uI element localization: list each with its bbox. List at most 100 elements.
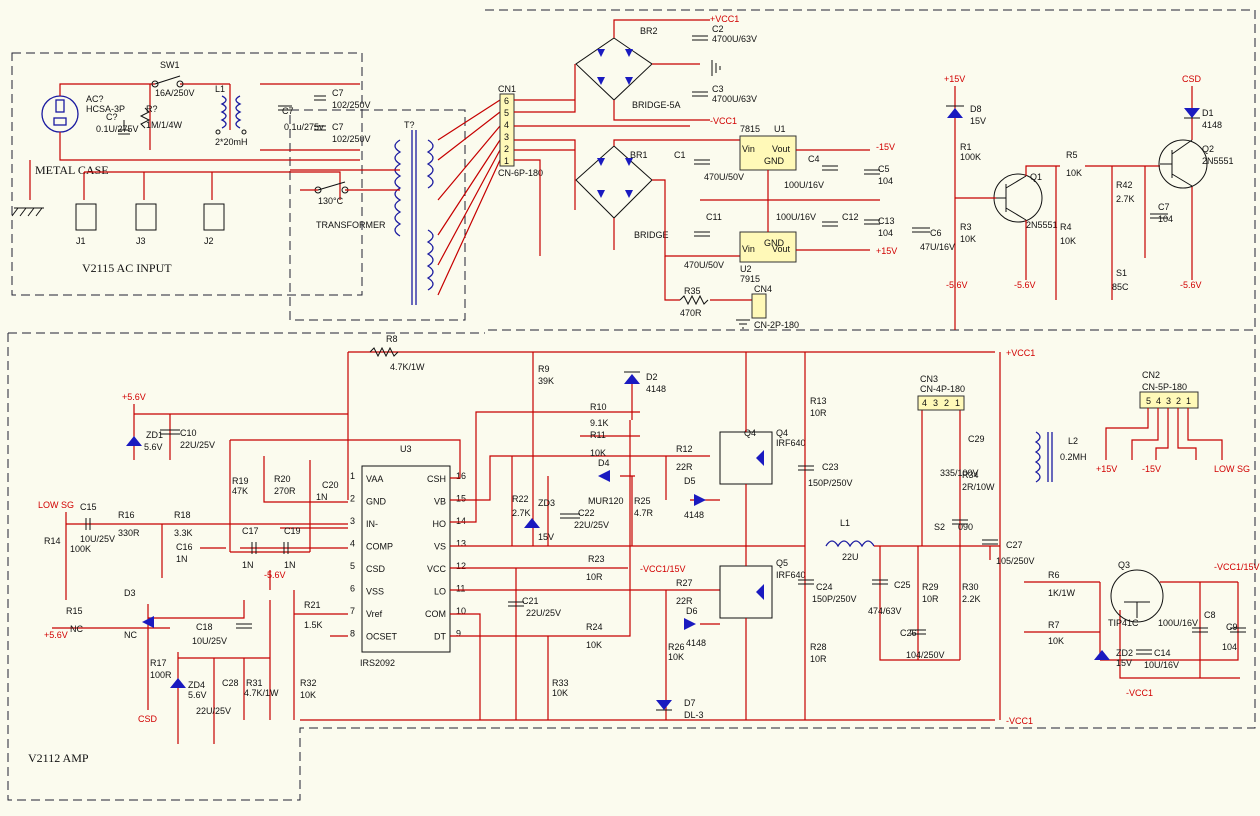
svg-text:22U/25V: 22U/25V (196, 706, 231, 716)
svg-text:D4: D4 (598, 458, 610, 468)
u3-pin-name: VAA (366, 474, 383, 484)
jack-j3[interactable] (135, 203, 157, 231)
svg-text:SW1: SW1 (160, 60, 180, 70)
svg-text:Vout: Vout (772, 144, 791, 154)
transistor-q3[interactable] (1110, 569, 1164, 623)
amp-section: +VCC1 -VCC1 R8 4.7K/1W +5.6V ZD1 5.6V C1… (38, 334, 1260, 744)
svg-text:474/63V: 474/63V (868, 606, 902, 616)
svg-text:ZD2: ZD2 (1116, 648, 1133, 658)
svg-text:470U/50V: 470U/50V (704, 172, 744, 182)
cn1-pin-number: 5 (504, 108, 509, 118)
svg-text:100U/16V: 100U/16V (784, 180, 824, 190)
svg-text:130°C: 130°C (318, 196, 344, 206)
connector-cn3[interactable] (917, 395, 965, 411)
svg-text:-VCC1: -VCC1 (1126, 688, 1153, 698)
u3-pin-number: 4 (350, 539, 355, 549)
svg-text:+VCC1: +VCC1 (710, 14, 739, 24)
svg-text:C16: C16 (176, 542, 193, 552)
connector-cn2[interactable] (1139, 391, 1199, 409)
svg-text:R26: R26 (668, 642, 685, 652)
protection-section: +15V D8 15V R1 100K R3 10K C6 47U/16V -5… (912, 74, 1234, 330)
ic-u3-irs2092[interactable] (361, 465, 451, 653)
svg-text:CSD: CSD (138, 714, 158, 724)
svg-text:104: 104 (878, 176, 893, 186)
svg-text:R18: R18 (174, 510, 191, 520)
svg-text:7915: 7915 (740, 274, 760, 284)
bridge-br2[interactable] (575, 37, 653, 101)
jack-j1[interactable] (75, 203, 97, 231)
svg-text:2.7K: 2.7K (1116, 194, 1135, 204)
cn2-pin-number: 3 (1166, 396, 1171, 406)
svg-text:-15V: -15V (876, 142, 895, 152)
svg-text:R33: R33 (552, 678, 569, 688)
svg-text:D5: D5 (684, 476, 696, 486)
svg-text:R13: R13 (810, 396, 827, 406)
svg-text:10K: 10K (590, 448, 606, 458)
svg-text:ZD4: ZD4 (188, 680, 205, 690)
svg-text:R31: R31 (246, 678, 263, 688)
connector-cn1[interactable] (499, 93, 515, 167)
svg-text:4700U/63V: 4700U/63V (712, 34, 757, 44)
cn3-pin-number: 2 (944, 398, 949, 408)
svg-text:104: 104 (1158, 214, 1173, 224)
jack-j2[interactable] (203, 203, 225, 231)
u3-pin-number: 8 (350, 629, 355, 639)
u3-pin-name: LO (434, 587, 446, 597)
svg-text:4148: 4148 (1202, 120, 1222, 130)
svg-text:C2: C2 (712, 24, 724, 34)
svg-text:4.7R: 4.7R (634, 508, 654, 518)
svg-text:10K: 10K (668, 652, 684, 662)
svg-text:C27: C27 (1006, 540, 1023, 550)
u3-pin-number: 14 (456, 516, 466, 526)
svg-text:MUR120: MUR120 (588, 496, 624, 506)
svg-text:15V: 15V (970, 116, 986, 126)
svg-text:IRF640: IRF640 (776, 570, 806, 580)
u3-pin-name: IN- (366, 519, 378, 529)
transistor-q2[interactable] (1158, 139, 1208, 189)
svg-text:10R: 10R (586, 572, 603, 582)
svg-text:R1: R1 (960, 142, 972, 152)
svg-text:270R: 270R (274, 486, 296, 496)
svg-text:10R: 10R (810, 654, 827, 664)
u3-pin-number: 10 (456, 606, 466, 616)
svg-text:104: 104 (878, 228, 893, 238)
svg-text:39K: 39K (538, 376, 554, 386)
svg-text:Vin: Vin (742, 144, 755, 154)
svg-text:85C: 85C (1112, 282, 1129, 292)
svg-text:150P/250V: 150P/250V (808, 478, 853, 488)
mosfet-q5[interactable] (719, 565, 773, 619)
mosfet-q4[interactable] (719, 431, 773, 485)
svg-text:C28: C28 (222, 678, 239, 688)
u3-pin-number: 11 (456, 584, 465, 594)
svg-text:CN-2P-180: CN-2P-180 (754, 320, 799, 330)
cn1-pin-number: 4 (504, 120, 509, 130)
regulator-u1[interactable] (739, 135, 797, 171)
svg-text:100K: 100K (960, 152, 981, 162)
svg-text:C1: C1 (674, 150, 686, 160)
svg-text:TIP41C: TIP41C (1108, 618, 1139, 628)
svg-text:Q4: Q4 (744, 428, 756, 438)
svg-text:R16: R16 (118, 510, 135, 520)
svg-text:R23: R23 (588, 554, 605, 564)
u3-pin-number: 9 (456, 629, 461, 639)
cn1-pin-number: 1 (504, 156, 509, 166)
svg-text:GND: GND (764, 156, 785, 166)
svg-text:R12: R12 (676, 444, 693, 454)
svg-text:U2: U2 (740, 264, 752, 274)
ac-socket[interactable] (41, 95, 79, 133)
svg-text:47U/16V: 47U/16V (920, 242, 955, 252)
ac-input-boundary (11, 52, 363, 296)
svg-text:0.1u/275v: 0.1u/275v (284, 122, 324, 132)
svg-text:+15V: +15V (944, 74, 965, 84)
svg-text:-5.6V: -5.6V (264, 570, 286, 580)
svg-text:Vin: Vin (742, 244, 755, 254)
connector-cn4[interactable] (751, 293, 767, 319)
u3-pin-name: CSD (366, 564, 386, 574)
svg-text:2.7K: 2.7K (512, 508, 531, 518)
svg-text:GND: GND (764, 238, 785, 248)
svg-text:R14: R14 (44, 536, 61, 546)
svg-text:10U/25V: 10U/25V (192, 636, 227, 646)
svg-text:C8: C8 (1204, 610, 1216, 620)
svg-text:R3: R3 (960, 222, 972, 232)
svg-text:15V: 15V (1116, 658, 1132, 668)
